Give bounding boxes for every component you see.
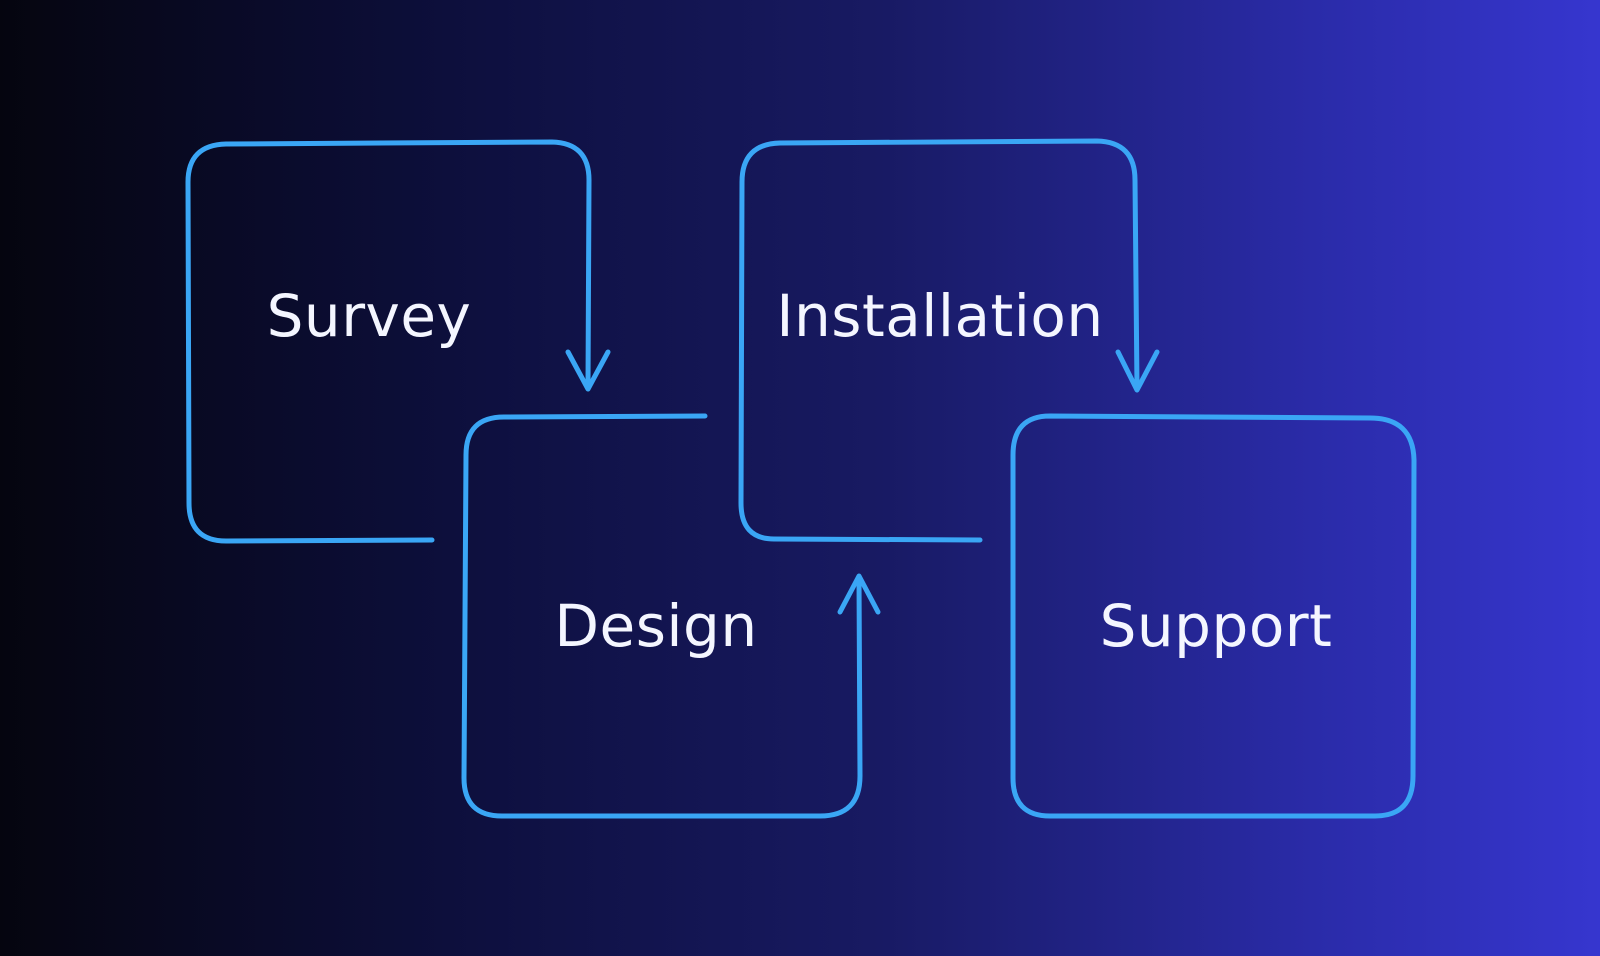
survey-to-design-arrowhead [565, 349, 611, 392]
installation-to-support-arrowhead [1115, 349, 1160, 393]
design-to-installation-arrowhead [837, 573, 881, 615]
step-label-design: Design [554, 592, 758, 660]
design-box [461, 413, 863, 819]
step-label-installation: Installation [776, 282, 1104, 350]
support-box [1010, 413, 1417, 819]
installation-box [738, 138, 1140, 543]
step-label-survey: Survey [266, 282, 472, 350]
step-label-support: Support [1099, 592, 1333, 660]
survey-box [185, 139, 592, 544]
